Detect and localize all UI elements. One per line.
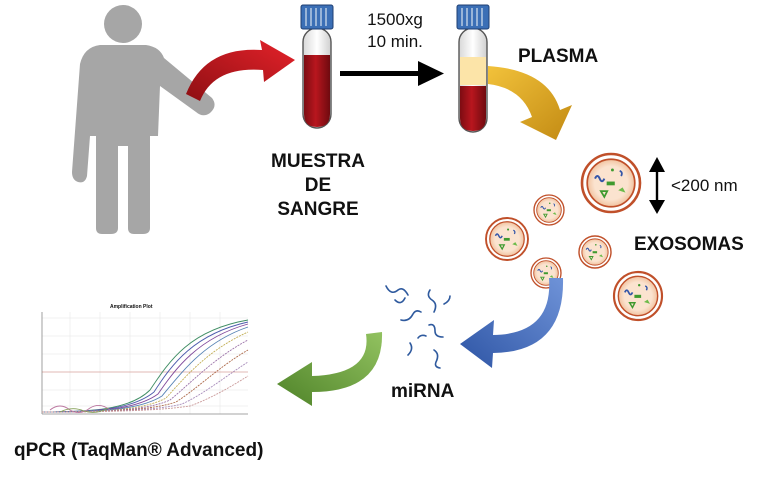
plasma-label: PLASMA (518, 46, 599, 67)
blood-sample-line-3: SANGRE (277, 199, 359, 220)
qpcr-label: qPCR (TaqMan® Advanced) (14, 440, 264, 461)
exosome-vesicle-icon (579, 236, 611, 268)
green-arrow-icon (277, 332, 383, 406)
exosome-vesicle-icon (614, 272, 662, 320)
exosome-vesicle-icon (486, 218, 528, 260)
gold-arrow-icon (488, 66, 572, 140)
centrifuge-speed: 1500xg (367, 10, 423, 29)
person-silhouette-icon (72, 5, 215, 234)
blood-sample-line-1: MUESTRA (271, 151, 365, 172)
exosome-vesicle-icon (534, 195, 564, 225)
blood-sample-label: MUESTRA DE SANGRE (258, 150, 378, 222)
size-indicator-icon (649, 157, 665, 214)
centrifuge-label: 1500xg 10 min. (352, 9, 438, 53)
mirna-strand-icon (385, 285, 451, 369)
exosome-vesicle-icon (582, 154, 640, 212)
plot-title: Amplification Plot (110, 304, 153, 310)
amplification-plot-thumbnail (28, 302, 256, 426)
blood-sample-line-2: DE (304, 175, 332, 196)
blue-arrow-icon (460, 278, 564, 368)
mirna-label: miRNA (391, 381, 455, 402)
exosomes-label: EXOSOMAS (634, 234, 744, 255)
red-arrow-icon (186, 40, 295, 101)
centrifuge-time: 10 min. (367, 32, 423, 51)
blood-tube-icon (300, 4, 334, 129)
separated-plasma-tube-icon (456, 4, 490, 133)
size-label: <200 nm (671, 176, 738, 195)
centrifuge-arrow-icon (340, 61, 444, 86)
